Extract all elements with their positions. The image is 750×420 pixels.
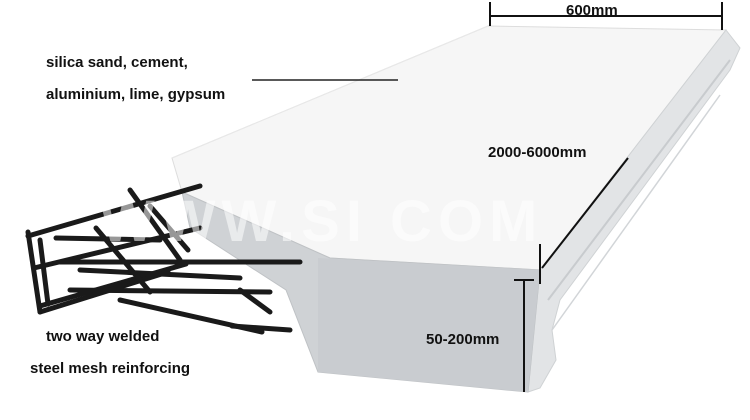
width-dimension	[489, 2, 723, 30]
length-dimension	[539, 157, 629, 284]
materials-label-line2: aluminium, lime, gypsum	[46, 86, 226, 103]
length-label: 2000-6000mm	[488, 144, 587, 161]
materials-label-line1: silica sand, cement,	[46, 54, 188, 71]
thickness-label: 50-200mm	[426, 331, 500, 348]
thickness-dimension	[514, 279, 534, 392]
mesh-label-line2: steel mesh reinforcing	[30, 360, 191, 377]
mesh-label-line1: two way welded	[46, 328, 160, 345]
width-label: 600mm	[566, 2, 618, 19]
steel-mesh	[25, 183, 303, 335]
watermark-text: WWW.SI COM	[100, 189, 544, 254]
